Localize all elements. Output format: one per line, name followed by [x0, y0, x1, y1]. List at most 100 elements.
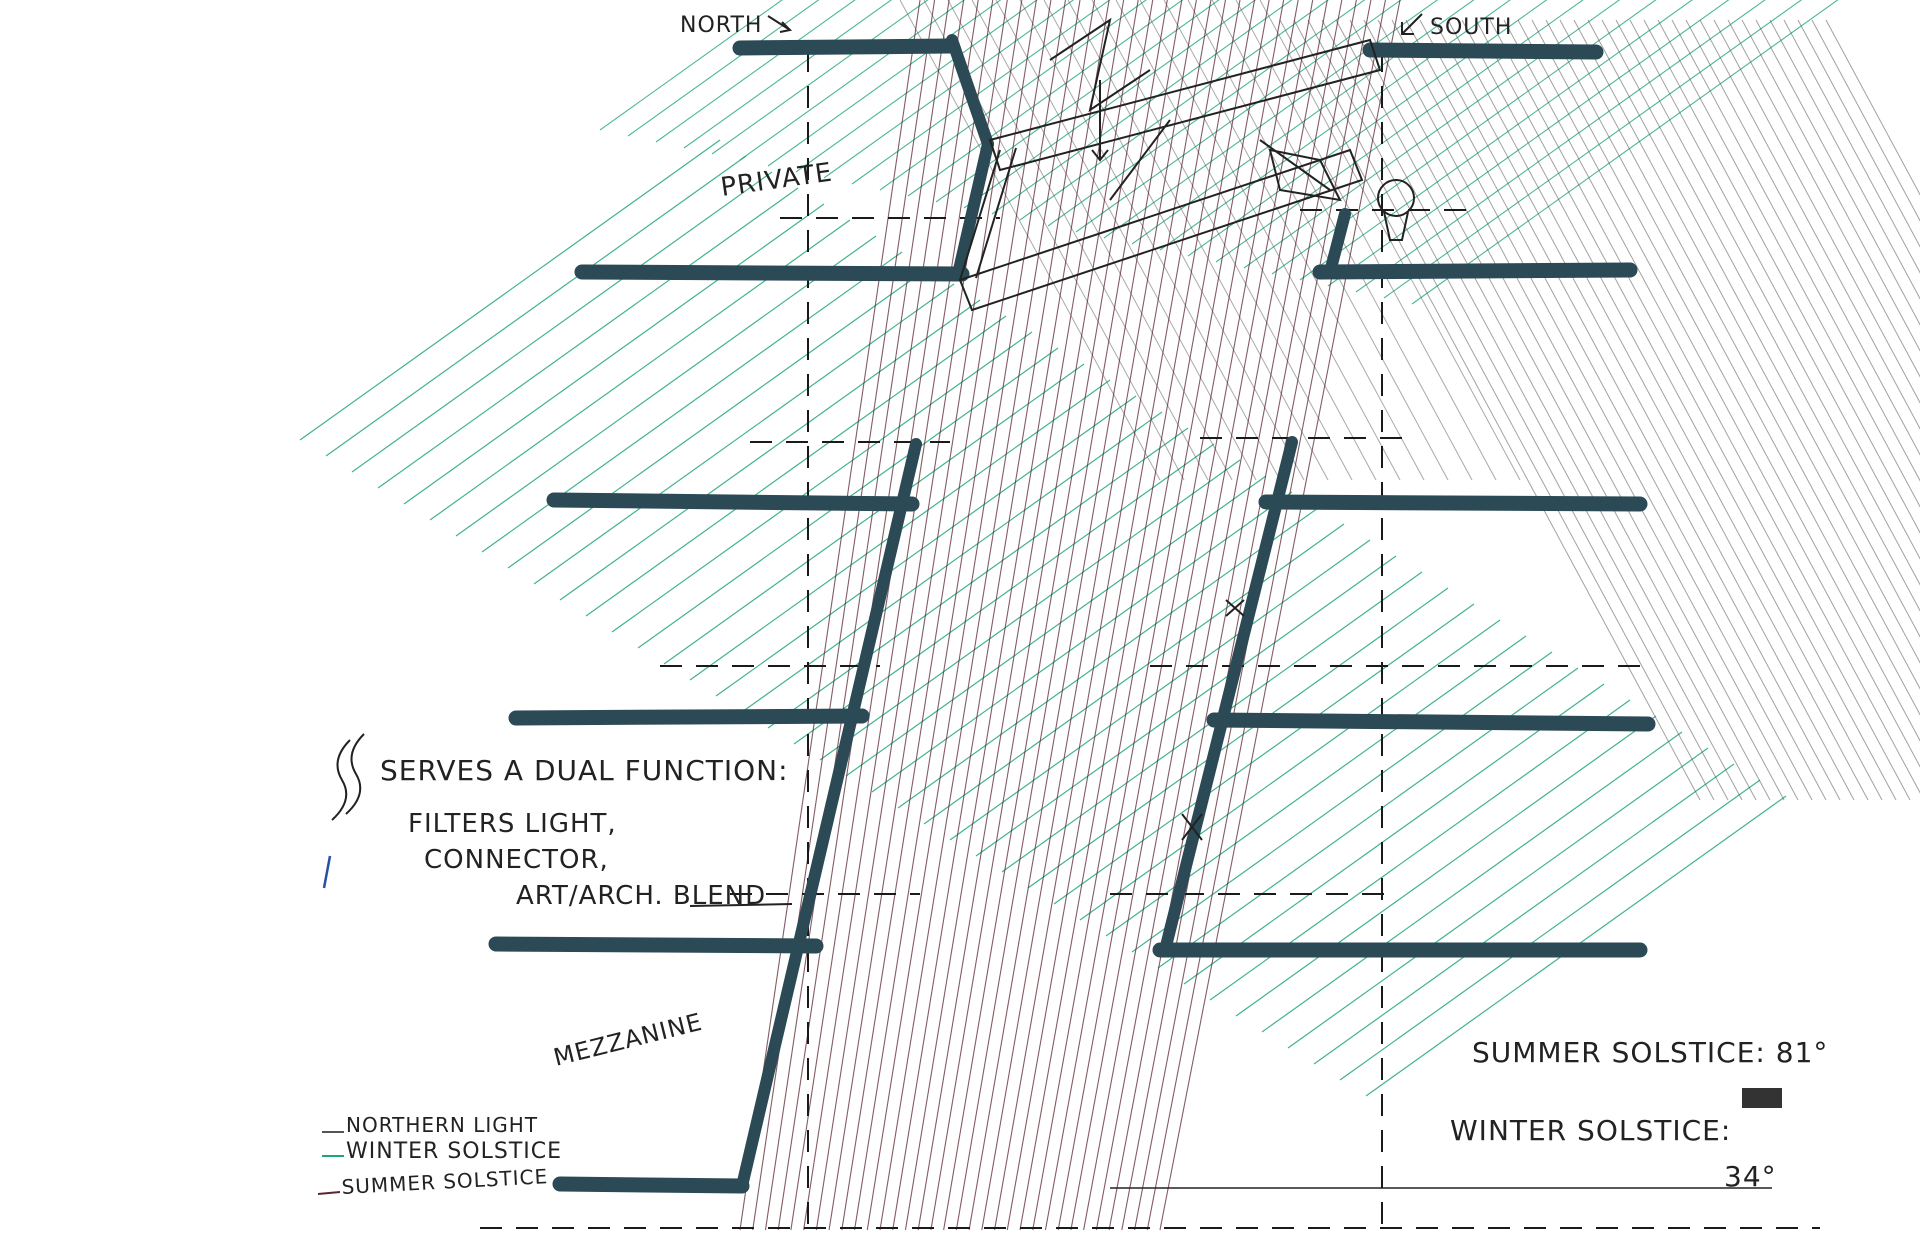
summer-ray-line	[828, 0, 1023, 1231]
floor-slabs	[488, 38, 1656, 1194]
winter-hatch-line	[1299, 0, 1693, 281]
northern-hatch-line	[1377, 19, 1799, 801]
summer-ray-line	[1019, 0, 1241, 1231]
northern-hatch-line	[971, 0, 1233, 481]
northern-hatch-line	[1163, 0, 1425, 481]
northern-hatch-line	[1573, 19, 1920, 664]
filter-screen-sketch	[958, 17, 1415, 841]
cross-mark-icon	[1181, 599, 1245, 841]
northern-hatch-line	[1657, 19, 1920, 508]
winter-hatch-line	[663, 363, 1085, 665]
northern-hatch-line	[1503, 19, 1920, 794]
note-line-3: CONNECTOR,	[424, 845, 609, 875]
winter-hatch-line	[741, 411, 1163, 713]
winter-solstice-note: WINTER SOLSTICE:	[1450, 1114, 1731, 1147]
summer-ray-line	[1070, 0, 1299, 1231]
winter-hatch-line	[1411, 0, 1839, 305]
northern-hatch-line	[1235, 0, 1497, 481]
screen-scribble	[1049, 17, 1331, 201]
winter-hatch-line	[351, 171, 773, 473]
summer-ray-line	[930, 0, 1139, 1231]
floor-slab	[1258, 494, 1648, 512]
summer-ray-line	[790, 0, 979, 1231]
floor-slab	[1362, 42, 1604, 60]
winter-hatch-line	[711, 0, 929, 155]
winter-hatch-line	[739, 0, 965, 161]
summer-ray-line	[1083, 0, 1314, 1231]
down-arrow-icon	[1091, 80, 1109, 162]
winter-hatch-line	[823, 0, 1075, 179]
winter-hatch-line	[949, 539, 1371, 841]
winter-hatch-line	[585, 315, 1007, 617]
winter-hatch-line	[975, 555, 1397, 857]
winter-solstice-hatching	[299, 0, 1839, 1097]
winter-hatch-line	[1183, 683, 1605, 985]
northern-hatch-line	[1797, 19, 1920, 248]
northern-hatch-line	[1433, 19, 1855, 801]
legend-winter: WINTER SOLSTICE	[346, 1139, 562, 1164]
northern-hatch-line	[1629, 19, 1920, 560]
northern-hatch-line	[1545, 19, 1920, 716]
floor-slab	[732, 38, 958, 56]
northern-hatch-line	[1067, 0, 1329, 481]
floor-slab	[488, 936, 824, 954]
floor-slab	[1206, 712, 1656, 732]
summer-ray-line	[1006, 0, 1226, 1231]
summer-ray-line	[764, 0, 950, 1231]
blue-stroke-mark	[322, 855, 332, 889]
atrium-wall	[736, 438, 922, 1192]
summer-ray-line	[917, 0, 1125, 1231]
summer-ray-line	[994, 0, 1212, 1231]
northern-hatch-line	[1587, 19, 1920, 638]
lamp-icon	[1383, 211, 1409, 241]
winter-hatch-line	[599, 0, 783, 131]
northern-hatch-line	[1447, 19, 1869, 801]
northern-hatch-line	[1755, 19, 1920, 326]
floor-slab	[552, 1176, 750, 1194]
summer-ray-line	[968, 0, 1183, 1231]
northern-hatch-line	[1601, 19, 1920, 612]
winter-hatch-line	[1027, 587, 1449, 889]
screen-panel	[958, 148, 1364, 312]
private-label: PRIVATE	[719, 158, 835, 203]
summer-ray-line	[1146, 0, 1386, 1231]
winter-hatch-line	[533, 283, 955, 585]
northern-hatch-line	[1187, 0, 1449, 481]
note-line-4: ART/ARCH. BLEND	[516, 881, 766, 911]
winter-hatch-line	[1103, 0, 1439, 239]
winter-hatch-line	[1105, 635, 1527, 937]
floor-slab	[546, 492, 920, 512]
northern-hatch-line	[1349, 19, 1771, 801]
screen-frame	[959, 147, 1017, 281]
winter-hatch-line	[1271, 0, 1657, 275]
floor-slab	[1312, 262, 1638, 280]
northern-hatch-line	[1741, 19, 1920, 352]
south-label: SOUTH	[1430, 15, 1512, 40]
northern-hatch-line	[1391, 19, 1813, 801]
northern-hatch-line	[1091, 0, 1353, 481]
northern-hatch-line	[1405, 19, 1827, 801]
atrium-wall	[1160, 436, 1298, 952]
northern-hatch-line	[1699, 19, 1920, 430]
winter-hatch-line	[1131, 651, 1553, 953]
lamp-icon	[1377, 179, 1415, 217]
winter-hatch-line	[767, 427, 1189, 729]
screen-panel	[1268, 148, 1342, 202]
northern-hatch-line	[899, 0, 1161, 481]
northern-hatch-line	[1643, 19, 1920, 534]
northern-hatch-line	[1043, 0, 1305, 481]
winter-hatch-line	[627, 0, 820, 137]
northern-hatch-line	[1363, 19, 1785, 801]
winter-hatch-line	[767, 0, 1002, 167]
winter-hatch-line	[793, 443, 1215, 745]
summer-ray-line	[1044, 0, 1270, 1231]
winter-hatch-line	[897, 507, 1319, 809]
summer-ray-line	[1095, 0, 1328, 1231]
note-line-2: FILTERS LIGHT,	[408, 809, 617, 839]
atrium-wall	[952, 138, 994, 280]
mezzanine-label: MEZZANINE	[551, 1008, 706, 1072]
summer-solstice-note: SUMMER SOLSTICE: 81°	[1472, 1036, 1828, 1069]
winter-hatch-line	[559, 299, 981, 601]
